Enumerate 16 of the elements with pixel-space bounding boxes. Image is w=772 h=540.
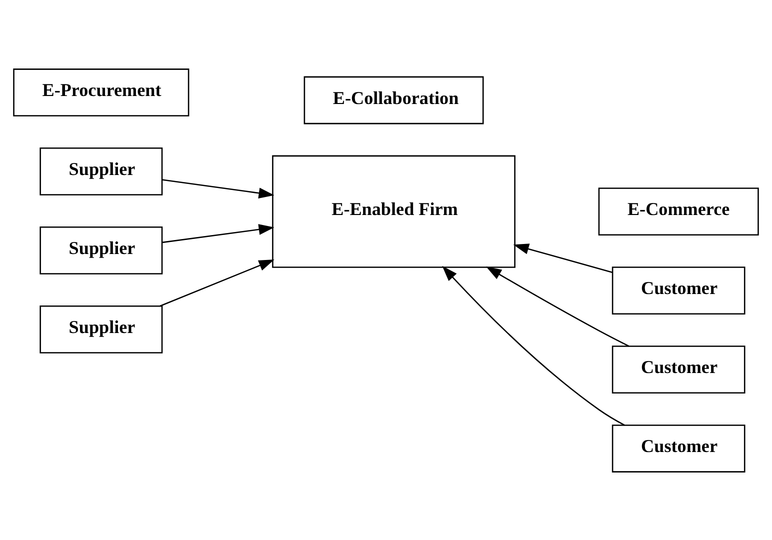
node-box: E-Collaboration xyxy=(304,76,484,124)
node-box: E-Procurement xyxy=(13,68,190,116)
arrow xyxy=(442,265,625,426)
arrow xyxy=(513,243,612,272)
node-box: E-Commerce xyxy=(598,187,759,236)
node-box: Supplier xyxy=(40,304,163,353)
node-box: Customer xyxy=(612,345,746,393)
node-box: Customer xyxy=(612,266,746,314)
node-box: E-Enabled Firm xyxy=(272,154,516,268)
node-box: Supplier xyxy=(40,226,163,274)
node-box: Customer xyxy=(612,424,746,472)
arrow xyxy=(162,178,274,198)
arrow xyxy=(160,259,274,306)
arrow xyxy=(162,224,274,243)
arrow xyxy=(486,266,630,346)
node-box: Supplier xyxy=(40,147,163,195)
